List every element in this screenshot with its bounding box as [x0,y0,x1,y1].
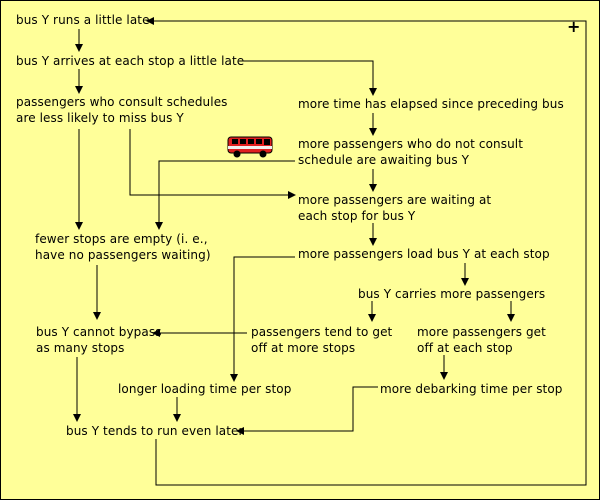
node-more-waiting-line2: each stop for bus Y [298,209,416,223]
node-consulters-line1: passengers who consult schedules [16,95,228,109]
node-debarking-time: more debarking time per stop [380,382,563,396]
arrow-feedback-loop [146,17,587,486]
bus-icon [227,136,273,158]
node-fewer-empty-line1: fewer stops are empty (i. e., [35,232,208,246]
arrow-arrives-to-elapsed [239,60,377,96]
node-off-more-stops-line1: passengers tend to get [251,325,393,339]
arrow-load-to-loadtime [230,256,295,382]
arrow-debark-to-later [236,386,378,435]
node-more-load: more passengers load bus Y at each stop [298,247,550,261]
node-bus-runs-late: bus Y runs a little late [16,13,150,27]
node-even-later: bus Y tends to run even later [66,424,244,438]
node-off-each-stop-line1: more passengers get [417,325,546,339]
reinforcing-loop-sign: + [567,17,581,36]
node-loading-time: longer loading time per stop [118,382,292,396]
arrow-nonconsulters-to-fewer-empty [155,160,295,230]
node-nonconsulters-line1: more passengers who do not consult [298,137,524,151]
node-off-more-stops-line2: off at more stops [251,341,356,355]
node-fewer-empty-line2: have no passengers waiting) [35,248,211,262]
node-cannot-bypass-line2: as many stops [36,341,125,355]
node-time-elapsed: more time has elapsed since preceding bu… [298,97,564,111]
node-arrives-late: bus Y arrives at each stop a little late [16,54,245,68]
node-nonconsulters-line2: schedule are awaiting bus Y [298,153,470,167]
node-cannot-bypass-line1: bus Y cannot bypass [36,325,162,339]
node-carries-more: bus Y carries more passengers [358,287,546,301]
node-off-each-stop-line2: off at each stop [417,341,513,355]
arrow-consulters-to-waiting [129,129,296,199]
node-consulters-line2: are less likely to miss bus Y [16,111,184,125]
node-more-waiting-line1: more passengers are waiting at [298,193,492,207]
